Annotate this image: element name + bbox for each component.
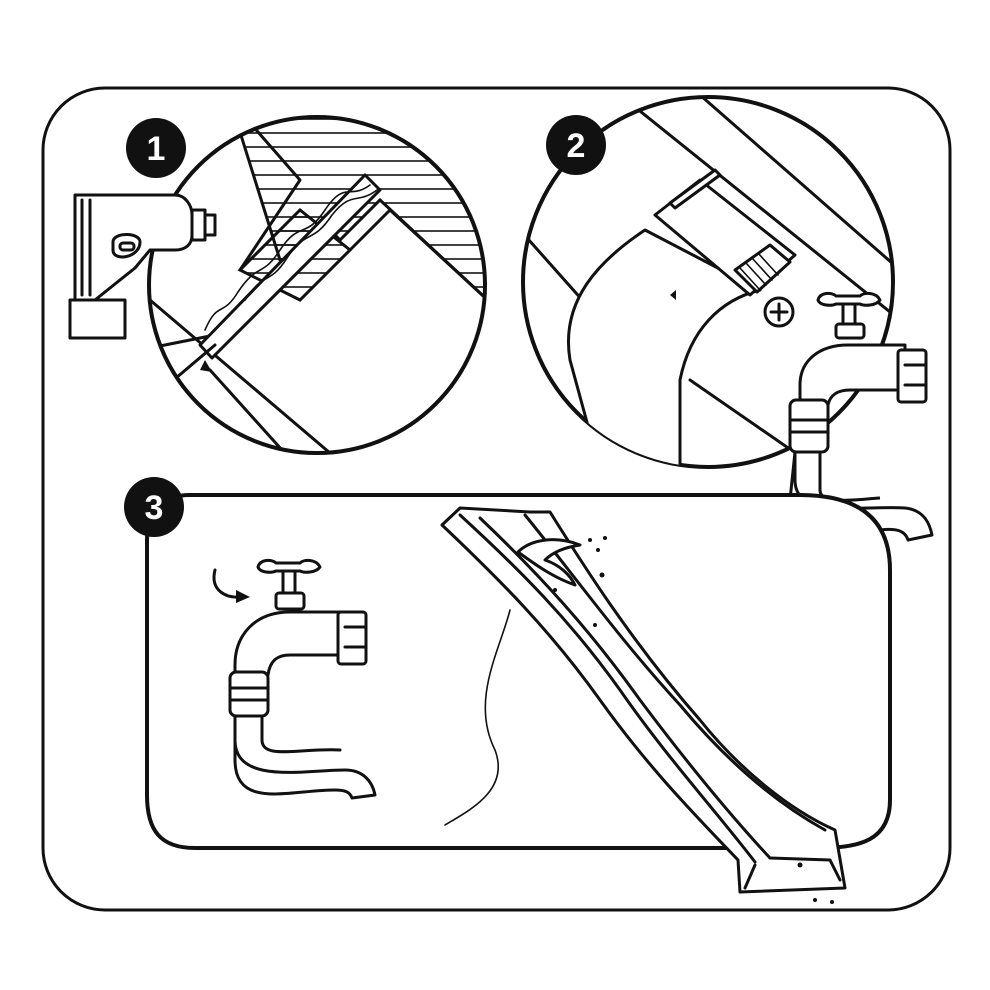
garden-hose-icon (228, 670, 377, 800)
drill-bit-icon (149, 173, 382, 402)
hose-connector-icon (653, 168, 797, 297)
water-tap-icon (233, 558, 368, 677)
garden-hose-icon (567, 228, 762, 467)
step-2-badge: 2 (546, 115, 606, 175)
step-3-number: 3 (145, 489, 164, 527)
step-1-number: 1 (147, 130, 166, 168)
screw-icon (763, 296, 795, 328)
water-tap-icon (798, 291, 928, 407)
step-1-panel: 1 (68, 115, 487, 455)
step-1-badge: 1 (126, 118, 186, 178)
step-3-badge: 3 (124, 477, 184, 537)
slide-icon (440, 506, 847, 894)
step-2-number: 2 (567, 127, 586, 165)
turn-arrow-icon (212, 568, 250, 603)
drill-icon (68, 193, 217, 340)
water-splash-icon (516, 536, 834, 904)
step-3-panel: 3 (124, 477, 892, 904)
